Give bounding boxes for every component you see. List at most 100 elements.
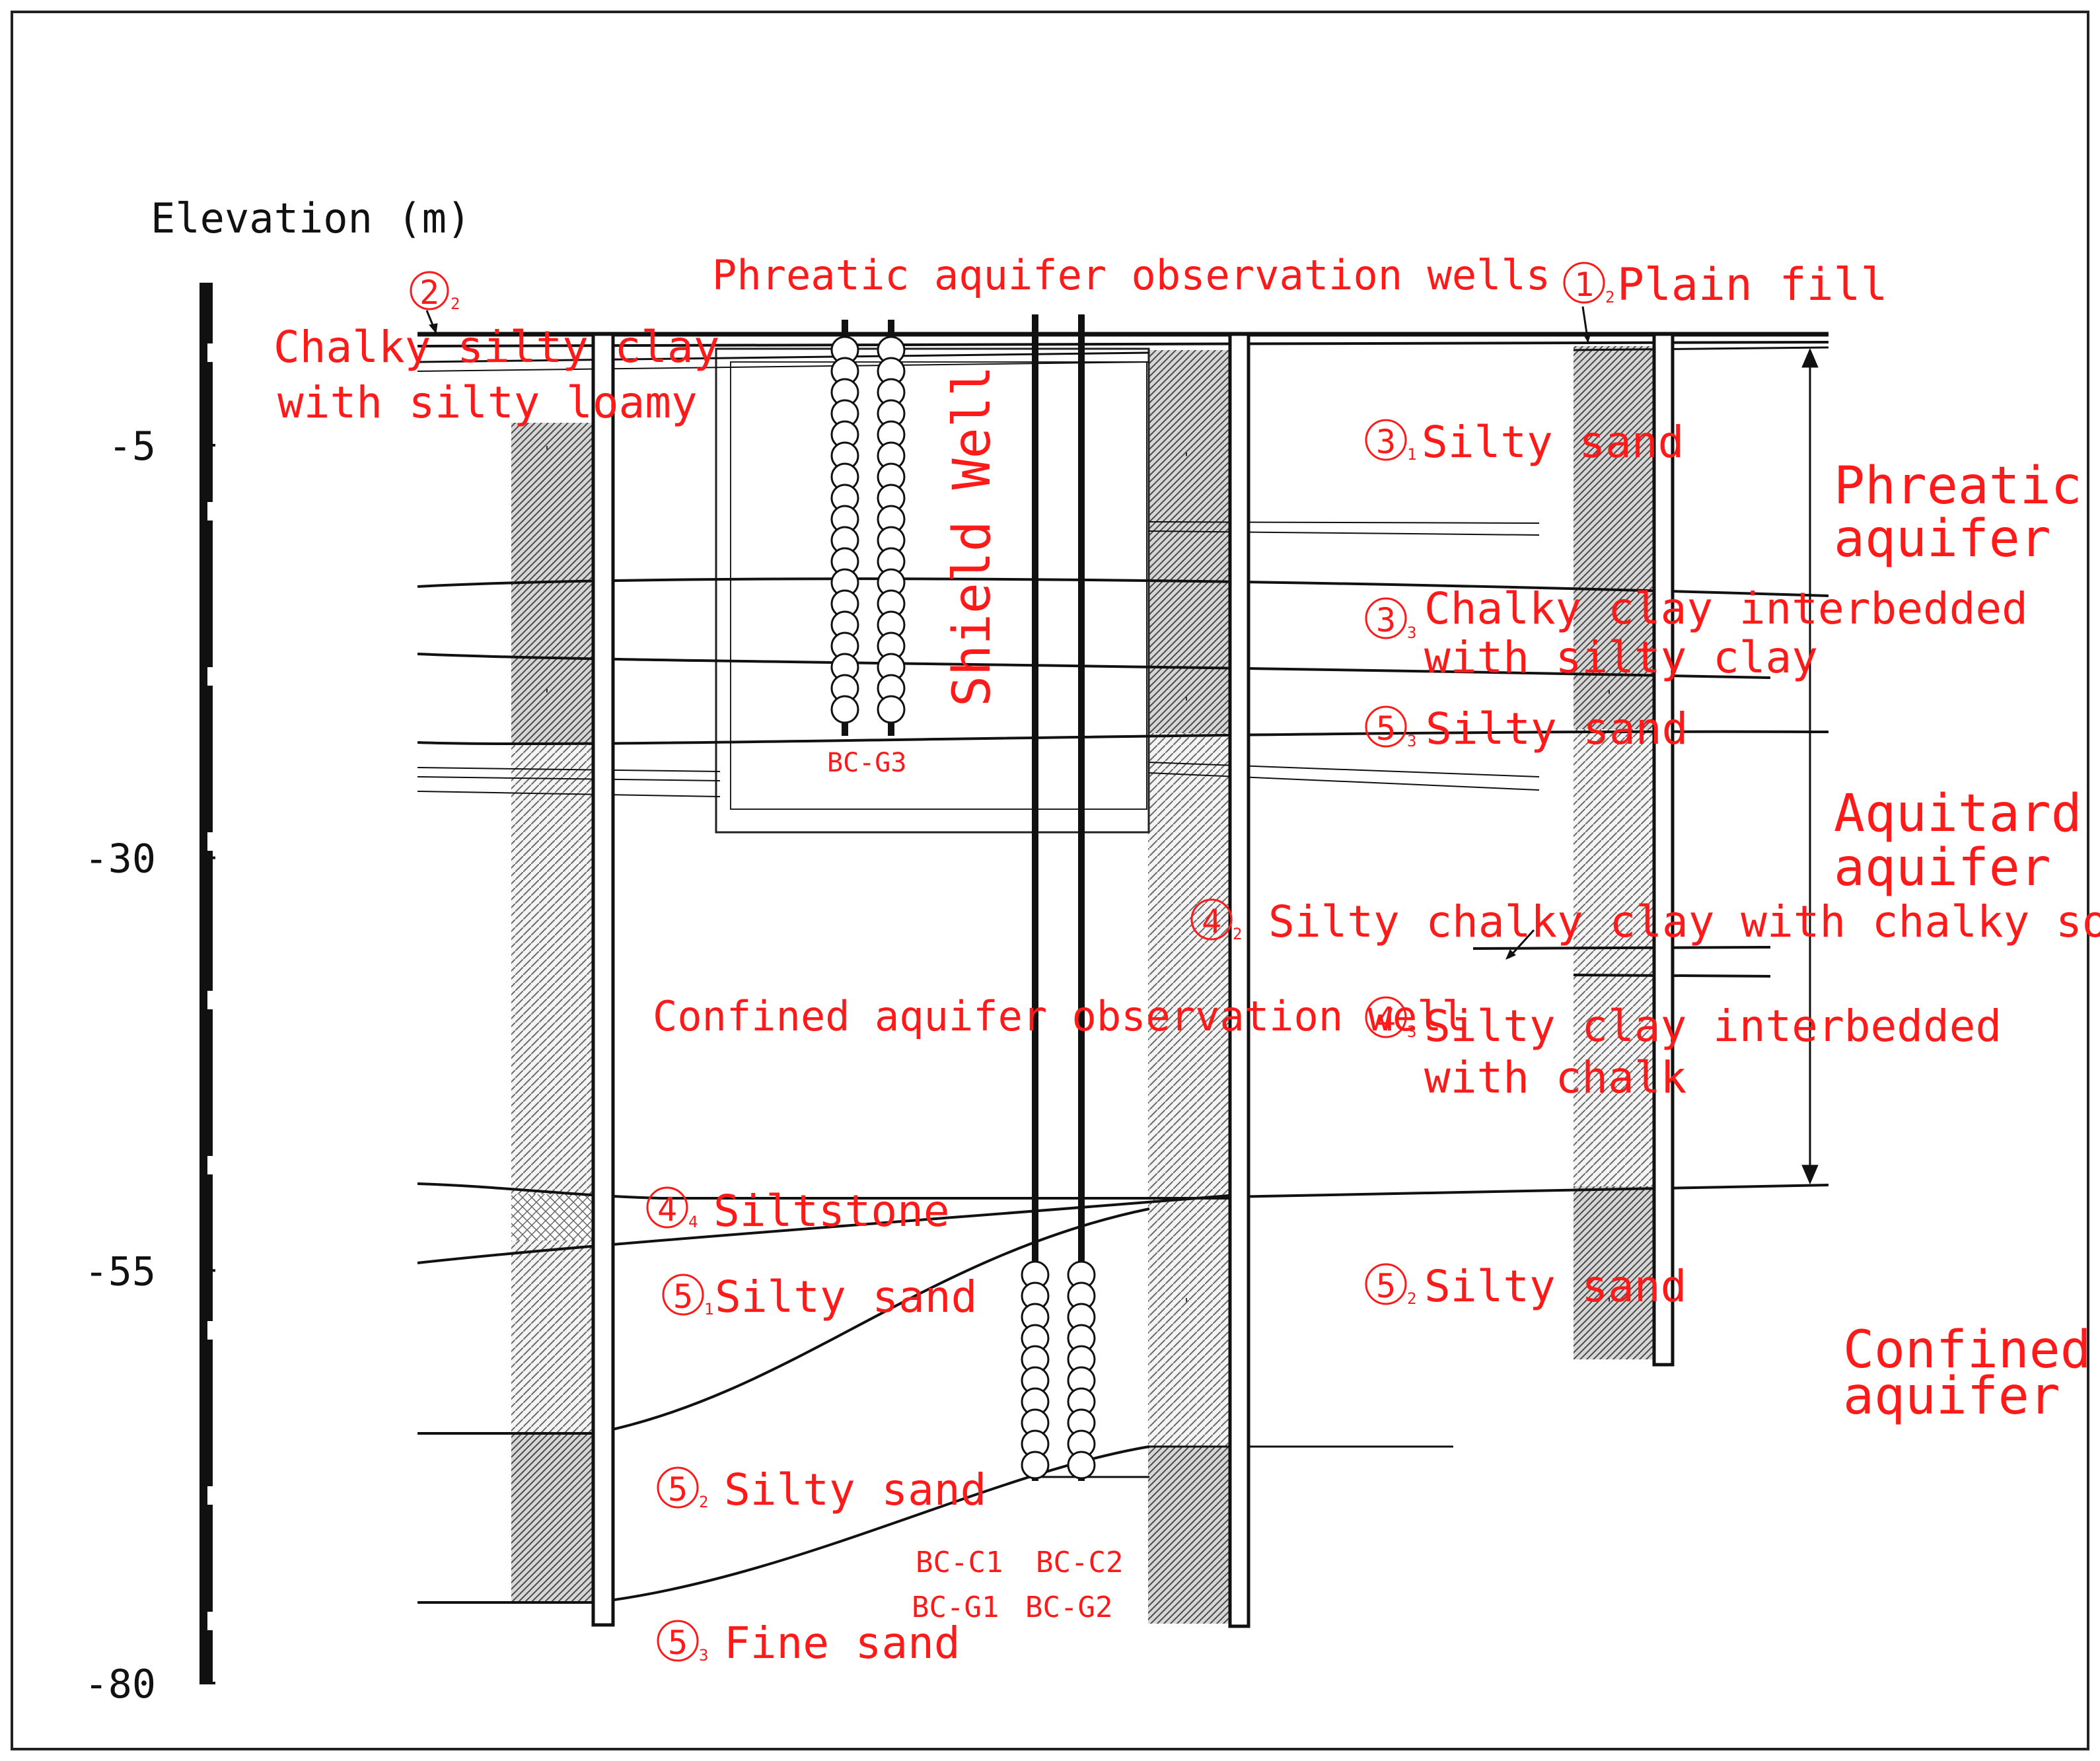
layer-2-2: 2 2 Chalky silty clay with silty loamy	[273, 271, 720, 428]
layer-1-2-number: 1	[1574, 266, 1594, 304]
layer-5-2-right: 5 2 Silty sand	[1365, 1261, 1686, 1312]
aquifer-phreatic-2: aquifer	[1834, 509, 2051, 569]
layer-4-2-text: Silty chalky clay with chalky soil	[1268, 896, 2100, 947]
layer-4-4: 4 4 Siltstone	[646, 1186, 950, 1237]
layer-2-2-line1: Chalky silty clay	[273, 322, 720, 373]
layer-5-1-subscript: 1	[704, 1300, 713, 1318]
layer-5-3-upper-number: 5	[1376, 709, 1396, 748]
svg-text:': '	[1182, 694, 1190, 710]
screen-bc-g3-1	[830, 336, 859, 724]
label-bc-g3: BC-G3	[827, 748, 906, 778]
aquifer-range-arrow	[1801, 347, 1819, 1185]
label-bc-g2: BC-G2	[1025, 1591, 1112, 1624]
aquifer-labels: Phreatic aquifer Aquitard aquifer Confin…	[1834, 456, 2091, 1426]
annotation-arrows	[425, 306, 1591, 960]
svg-text:': '	[1605, 688, 1613, 703]
layer-5-2-right-text: Silty sand	[1424, 1261, 1686, 1312]
layer-5-2-left: 5 2 Silty sand	[657, 1464, 986, 1515]
soil-column-right: ' '	[1574, 346, 1654, 1359]
layer-5-2-right-subscript: 2	[1407, 1289, 1416, 1308]
svg-text:': '	[1182, 450, 1190, 466]
shield-well-box	[715, 347, 1150, 834]
layer-1-2-subscript: 2	[1605, 288, 1614, 306]
layer-1-2: 1 2 Plain fill	[1563, 259, 1887, 311]
layer-labels: 2 2 Chalky silty clay with silty loamy 1…	[273, 259, 2100, 1669]
layer-4-4-subscript: 4	[688, 1213, 698, 1231]
layer-5-3-upper: 5 3 Silty sand	[1365, 703, 1688, 754]
svg-text:': '	[1182, 1295, 1190, 1311]
layer-2-2-number: 2	[419, 273, 439, 312]
layer-4-3-number: 4	[1376, 1000, 1396, 1038]
screen-bc-g3-2	[877, 336, 906, 724]
figure-frame	[11, 11, 2089, 1750]
layer-5-2-right-number: 5	[1376, 1267, 1396, 1305]
layer-3-1-number: 3	[1376, 423, 1396, 461]
axis-tick-label-1: -30	[85, 836, 156, 882]
layer-5-2-left-subscript: 2	[699, 1493, 708, 1511]
layer-4-3-line1: Silty clay interbedded	[1424, 1001, 2002, 1052]
layer-5-3-left-number: 5	[668, 1624, 688, 1662]
layer-3-1-subscript: 1	[1407, 445, 1416, 464]
layer-1-2-text: Plain fill	[1617, 259, 1887, 311]
well-labels: Phreatic aquifer observation wells Shiel…	[653, 251, 1550, 1624]
layer-5-3-left: 5 3 Fine sand	[657, 1618, 960, 1669]
layer-5-1: 5 1 Silty sand	[662, 1272, 977, 1322]
axis-title: Elevation (m)	[151, 194, 471, 242]
soil-column-left: ' '	[511, 423, 594, 1604]
layer-3-3-line2: with silty clay	[1424, 632, 1818, 683]
axis-tick-label-2: -55	[85, 1248, 156, 1295]
svg-text:': '	[1605, 1295, 1613, 1311]
layer-5-2-left-text: Silty sand	[724, 1464, 986, 1515]
svg-text:': '	[543, 443, 551, 459]
axis-tick-label-3: -80	[85, 1661, 156, 1707]
svg-text:': '	[543, 686, 551, 702]
layer-5-3-left-subscript: 3	[699, 1646, 708, 1665]
screen-ring	[830, 695, 859, 724]
screen-bc-c2	[1067, 1260, 1096, 1480]
axis-bar-notches	[207, 343, 213, 1630]
layer-5-1-number: 5	[673, 1277, 693, 1316]
layer-5-1-text: Silty sand	[715, 1272, 977, 1322]
label-bc-c2: BC-C2	[1036, 1546, 1123, 1579]
screen-ring	[1067, 1451, 1096, 1480]
layer-4-3-subscript: 3	[1407, 1023, 1416, 1041]
screen-ring	[1021, 1451, 1050, 1480]
layer-2-2-line2: with silty loamy	[277, 377, 698, 428]
layer-4-2: 4 2 Silty chalky clay with chalky soil	[1190, 896, 2100, 947]
layer-3-3-line1: Chalky clay interbedded	[1424, 583, 2028, 634]
layer-5-3-upper-text: Silty sand	[1426, 703, 1688, 754]
layer-3-1-text: Silty sand	[1422, 417, 1684, 468]
screen-bc-c1	[1021, 1260, 1050, 1480]
axis-bar	[199, 283, 213, 1683]
layer-4-2-number: 4	[1202, 902, 1221, 941]
layer-3-1: 3 1 Silty sand	[1365, 417, 1684, 468]
axis-tick-label-0: -5	[108, 423, 156, 470]
aquifer-confined-2: aquifer	[1843, 1367, 2060, 1426]
label-bc-g1: BC-G1	[912, 1591, 999, 1624]
aquifer-phreatic-1: Phreatic	[1834, 456, 2082, 516]
layer-4-2-subscript: 2	[1233, 925, 1242, 943]
label-confined-well: Confined aquifer observation well	[653, 992, 1466, 1040]
aquifer-aquitard-2: aquifer	[1834, 838, 2051, 898]
soil-column-middle: ' ' '	[1148, 350, 1231, 1624]
elevation-axis: Elevation (m) -5 -30 -55 -80	[85, 194, 472, 1707]
layer-3-3-number: 3	[1376, 601, 1396, 639]
layer-4-4-number: 4	[657, 1190, 677, 1229]
aquifer-aquitard-1: Aquitard	[1834, 784, 2082, 844]
layer-5-3-upper-subscript: 3	[1407, 732, 1416, 750]
layer-4-3: 4 3 Silty clay interbedded with chalk	[1365, 996, 2002, 1103]
layer-3-3: 3 3 Chalky clay interbedded with silty c…	[1365, 583, 2028, 683]
label-shield-well: Shield Well	[943, 365, 1002, 707]
label-bc-c1: BC-C1	[916, 1546, 1003, 1579]
well-pipes	[591, 314, 1675, 1628]
axis-ticks: -5 -30 -55 -80	[85, 423, 215, 1707]
layer-5-3-left-text: Fine sand	[724, 1618, 960, 1669]
layer-5-2-left-number: 5	[668, 1470, 688, 1509]
screen-ring	[877, 695, 906, 724]
label-phreatic-wells: Phreatic aquifer observation wells	[712, 251, 1550, 299]
layer-3-3-subscript: 3	[1407, 624, 1416, 642]
layer-2-2-subscript: 2	[451, 295, 460, 313]
layer-4-4-text: Siltstone	[713, 1186, 950, 1237]
aquifer-confined-1: Confined	[1843, 1320, 2091, 1380]
